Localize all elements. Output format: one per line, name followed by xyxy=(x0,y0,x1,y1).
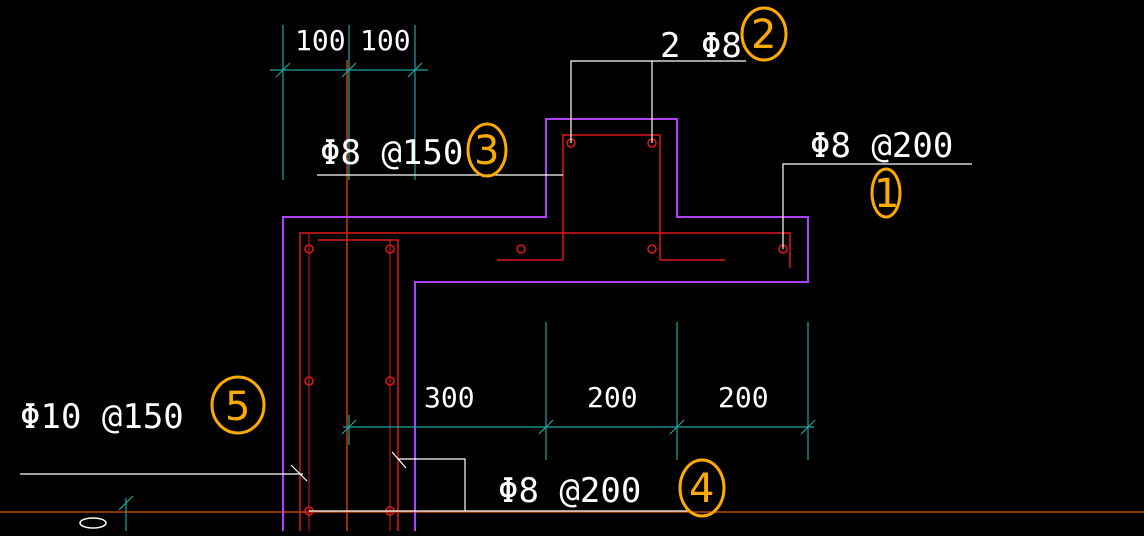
marker-1: 1 xyxy=(870,167,902,219)
dim-mid-2: 200 xyxy=(587,381,638,414)
svg-text:3: 3 xyxy=(474,128,499,174)
marker-5: 5 xyxy=(210,375,266,435)
marker-3: 3 xyxy=(466,122,508,178)
leader-5-tick xyxy=(290,464,308,482)
dim-top-1: 100 xyxy=(295,24,346,57)
partial-symbol xyxy=(79,517,107,529)
leader-lines xyxy=(20,60,972,512)
marker-2: 2 xyxy=(740,6,788,62)
leader-4 xyxy=(398,458,466,511)
dim-top-2: 100 xyxy=(360,24,411,57)
rebar-label-4: Φ8 @200 xyxy=(498,471,641,511)
rebar-dot xyxy=(385,376,395,386)
bottom-left-tick xyxy=(118,495,134,531)
leader-1 xyxy=(782,163,972,249)
rebar-label-1: Φ8 @200 xyxy=(810,126,953,166)
svg-text:5: 5 xyxy=(225,384,250,430)
rebar-dot xyxy=(304,244,314,254)
svg-text:4: 4 xyxy=(689,466,714,512)
rebar-dot xyxy=(647,244,657,254)
marker-4: 4 xyxy=(678,458,726,518)
leader-2 xyxy=(570,60,746,143)
leader-4-tick xyxy=(391,451,407,469)
rebar-label-5: Φ10 @150 xyxy=(20,397,184,437)
middle-dimension xyxy=(341,322,816,460)
rebar-label-3: Φ8 @150 xyxy=(320,133,463,173)
rebar-dot xyxy=(385,244,395,254)
rebar-label-2: 2 Φ8 xyxy=(660,26,742,66)
wall-stirrup-inner xyxy=(318,239,399,531)
rebar-dot xyxy=(516,244,526,254)
concrete-outline-outer xyxy=(282,118,809,531)
rebar-dot xyxy=(304,376,314,386)
top-dimension xyxy=(270,25,428,180)
svg-text:2: 2 xyxy=(751,12,776,58)
dim-mid-1: 300 xyxy=(424,381,475,414)
svg-text:1: 1 xyxy=(874,171,899,217)
column-stirrup xyxy=(562,134,661,260)
wall-stirrup-outer xyxy=(299,232,791,531)
dim-mid-3: 200 xyxy=(718,381,769,414)
